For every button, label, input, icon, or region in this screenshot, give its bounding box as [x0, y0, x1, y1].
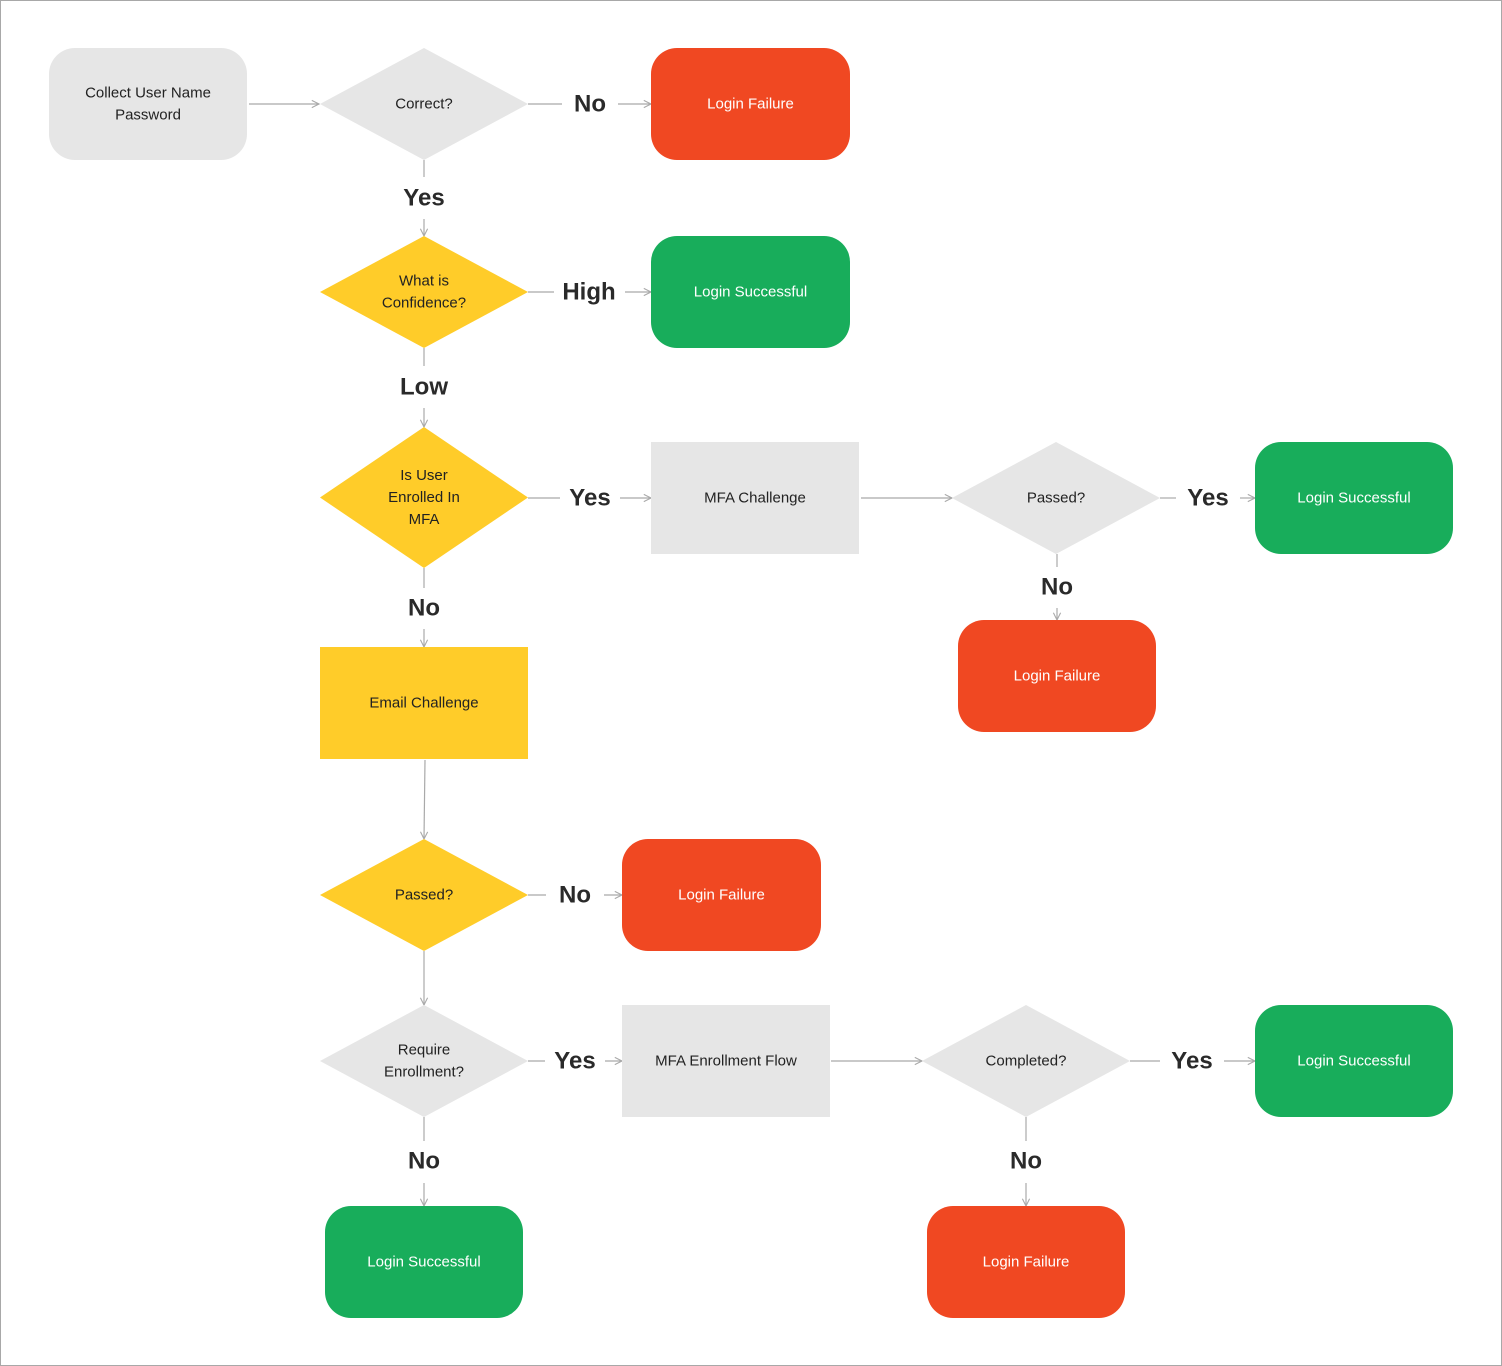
node-shape: [952, 442, 1160, 554]
process-mfa_enroll[interactable]: MFA Enrollment Flow: [622, 1005, 830, 1117]
node-label: Login Failure: [1014, 668, 1101, 685]
edge-label: High: [562, 279, 615, 306]
node-label: Login Failure: [678, 887, 765, 904]
edge-label: Yes: [1187, 485, 1228, 512]
edge-label: Yes: [403, 185, 444, 212]
edge-label: Low: [400, 374, 448, 401]
edge-correct-fail1: No: [528, 91, 651, 118]
terminal-fail1[interactable]: Login Failure: [651, 48, 850, 160]
node-label: Password: [115, 107, 181, 124]
node-label: Login Successful: [694, 284, 807, 301]
node-label: Collect User Name: [85, 85, 211, 102]
terminal-fail3[interactable]: Login Failure: [622, 839, 821, 951]
node-shape: [1255, 442, 1453, 554]
node-shape: [320, 48, 528, 160]
node-shape: [927, 1206, 1125, 1318]
edge-completed-fail4: No: [1010, 1117, 1042, 1206]
node-label: MFA Challenge: [704, 490, 806, 507]
edge-label: No: [408, 1148, 440, 1175]
edge-label: No: [408, 595, 440, 622]
node-label: Require: [398, 1042, 451, 1059]
node-label: Enrolled In: [388, 489, 460, 506]
connector-arrow: [424, 759, 425, 839]
node-label: Is User: [400, 467, 448, 484]
edge-require-success4: No: [408, 1117, 440, 1206]
node-shape: [49, 48, 247, 160]
process-mfa_challenge[interactable]: MFA Challenge: [651, 442, 859, 554]
terminal-success2[interactable]: Login Successful: [1255, 442, 1453, 554]
node-shape: [320, 236, 528, 348]
node-label: Login Successful: [1297, 1053, 1410, 1070]
node-label: MFA Enrollment Flow: [655, 1053, 797, 1070]
decision-completed[interactable]: Completed?: [922, 1005, 1130, 1117]
node-shape: [622, 1005, 830, 1117]
edge-require-enroll: Yes: [528, 1048, 622, 1075]
node-shape: [320, 427, 528, 568]
node-label: Email Challenge: [369, 695, 478, 712]
node-label: Login Successful: [367, 1254, 480, 1271]
node-shape: [922, 1005, 1130, 1117]
node-label: What is: [399, 273, 449, 290]
node-shape: [325, 1206, 523, 1318]
decision-passed_email[interactable]: Passed?: [320, 839, 528, 951]
node-shape: [651, 236, 850, 348]
terminal-fail4[interactable]: Login Failure: [927, 1206, 1125, 1318]
terminal-success4[interactable]: Login Successful: [325, 1206, 523, 1318]
edge-email-passed: [424, 759, 425, 839]
node-label: Passed?: [1027, 490, 1085, 507]
node-label: Login Failure: [983, 1254, 1070, 1271]
terminal-fail2[interactable]: Login Failure: [958, 620, 1156, 732]
node-label: MFA: [409, 511, 440, 528]
edge-label: Yes: [554, 1048, 595, 1075]
decision-passed_mfa[interactable]: Passed?: [952, 442, 1160, 554]
node-shape: [320, 647, 528, 759]
edge-passed-success2: Yes: [1160, 485, 1255, 512]
decision-correct[interactable]: Correct?: [320, 48, 528, 160]
node-shape: [622, 839, 821, 951]
process-email_challenge[interactable]: Email Challenge: [320, 647, 528, 759]
edge-correct-confidence: Yes: [403, 160, 445, 236]
node-label: Enrollment?: [384, 1064, 464, 1081]
decision-confidence[interactable]: What is Confidence?: [320, 236, 528, 348]
edge-passed-fail2: No: [1041, 554, 1073, 620]
node-shape: [651, 442, 859, 554]
node-label: Completed?: [986, 1053, 1067, 1070]
edge-completed-success3: Yes: [1130, 1048, 1255, 1075]
node-label: Confidence?: [382, 295, 466, 312]
edge-label: No: [1041, 574, 1073, 601]
edge-label: Yes: [1171, 1048, 1212, 1075]
node-label: Correct?: [395, 96, 453, 113]
terminal-success1[interactable]: Login Successful: [651, 236, 850, 348]
node-shape: [651, 48, 850, 160]
edge-label: No: [559, 882, 591, 909]
edge-confidence-success1: High: [528, 279, 651, 306]
edge-enrolled-mfa: Yes: [528, 485, 651, 512]
node-shape: [320, 1005, 528, 1117]
node-label: Login Failure: [707, 96, 794, 113]
node-shape: [958, 620, 1156, 732]
edge-confidence-enrolled: Low: [400, 348, 448, 427]
edge-enrolled-email: No: [408, 568, 440, 647]
terminal-success3[interactable]: Login Successful: [1255, 1005, 1453, 1117]
node-label: Login Successful: [1297, 490, 1410, 507]
edge-label: No: [574, 91, 606, 118]
edge-label: No: [1010, 1148, 1042, 1175]
edge-label: Yes: [569, 485, 610, 512]
node-shape: [320, 839, 528, 951]
node-label: Passed?: [395, 887, 453, 904]
edge-passed-fail3: No: [528, 882, 622, 909]
node-shape: [1255, 1005, 1453, 1117]
